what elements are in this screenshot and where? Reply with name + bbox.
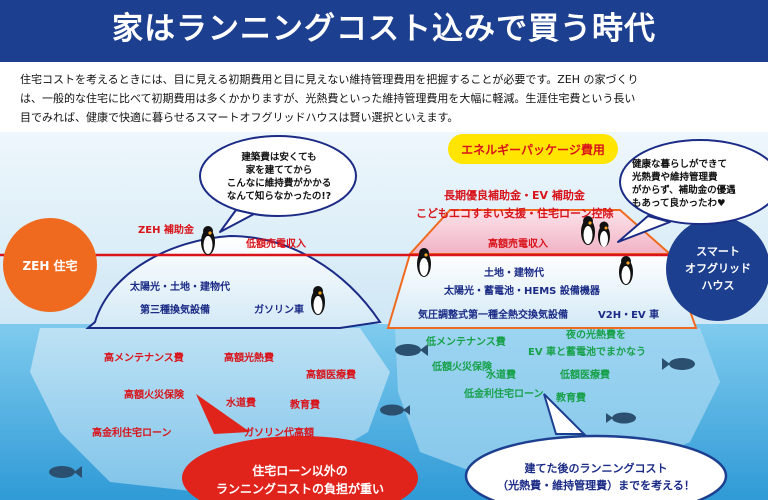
penguin-icon <box>201 226 215 255</box>
left-speech-bubble <box>199 135 357 233</box>
bubble-line: なんて知らなかったの!? <box>226 191 332 202</box>
fish-icon <box>662 358 695 370</box>
v2h-ev-label: V2H・EV 車 <box>598 310 660 321</box>
callout-line: （光熱費・維持管理費）までを考える！ <box>497 479 695 492</box>
land-building-label: 太陽光・土地・建物代 <box>130 282 230 293</box>
left-bubble-text: 建築費は安くても 家を建ててから こんなに維持費がかかる なんて知らなかったの!… <box>214 151 344 203</box>
high-gasoline-label: ガソリン代高額 <box>244 428 314 439</box>
fish-icon <box>606 412 636 424</box>
intro-line: は、一般的な住宅に比べて初期費用は多くかかりますが、光熱費といった維持管理費用を… <box>20 92 636 105</box>
fish-icon <box>49 466 82 478</box>
low-interest-loan-label: 低金利住宅ローン <box>464 389 544 400</box>
page-title: 家はランニングコスト込みで買う時代 <box>112 11 656 47</box>
fish-icon <box>380 404 410 416</box>
bubble-line: 健康な暮らしができて <box>632 159 728 170</box>
high-maintenance-label: 高メンテナンス費 <box>104 353 184 364</box>
bubble-line: がからず、補助金の優遇 <box>632 185 736 196</box>
intro-line: 住宅コストを考えるときには、目に見える初期費用と目に見えない維持管理費用を把握す… <box>20 73 639 86</box>
bubble-line: 光熱費や維持管理費 <box>632 172 718 183</box>
education-cost-label: 教育費 <box>556 393 586 404</box>
land-building-label: 土地・建物代 <box>484 268 544 279</box>
smart-offgrid-line: ハウス <box>701 279 735 292</box>
consider-callout <box>464 393 728 500</box>
education-cost-label: 教育費 <box>290 400 320 411</box>
energy-package-pill <box>448 134 618 164</box>
intro-text: 住宅コストを考えるときには、目に見える初期費用と目に見えない維持管理費用を把握す… <box>20 70 750 127</box>
penguin-icon <box>619 256 633 285</box>
high-interest-loan-label: 高金利住宅ローン <box>92 428 172 439</box>
penguin-icon <box>311 286 325 315</box>
penguin-icon <box>581 216 595 245</box>
callout-line: ランニングコストの負担が重い <box>215 482 384 496</box>
low-maintenance-label: 低メンテナンス費 <box>426 337 506 348</box>
left-iceberg-tip <box>85 234 382 329</box>
iceberg-illustration <box>0 132 768 500</box>
night-utility-label: 夜の光熱費を <box>566 330 626 341</box>
smart-offgrid-label: スマート オフグリッド ハウス <box>668 243 768 294</box>
gasoline-car-label: ガソリン車 <box>254 305 304 316</box>
fish-icon <box>395 344 428 356</box>
right-bubble-text: 健康な暮らしができて 光熱費や維持管理費 がからず、補助金の優遇 もあって良かっ… <box>632 158 766 210</box>
zeh-house-circle <box>3 218 97 312</box>
high-sell-income-label: 高額売電収入 <box>488 239 548 250</box>
low-fire-insurance-label: 低額火災保険 <box>432 362 492 373</box>
bubble-line: 建築費は安くても <box>241 152 317 163</box>
intro-line: 目でみれば、健康で快適に暮らせるスマートオフグリッドハウスは賢い選択といえます。 <box>20 111 459 124</box>
equipment-label: 太陽光・蓄電池・HEMS 設備機器 <box>444 286 600 297</box>
long-term-subsidy-label: 長期優良補助金・EV 補助金 <box>444 189 585 202</box>
smart-offgrid-line: オフグリッド <box>685 262 751 275</box>
ventilation-label: 第三種換気設備 <box>140 305 210 316</box>
penguin-icon <box>417 248 431 277</box>
bubble-line: こんなに維持費がかかる <box>226 178 332 189</box>
consider-callout-text: 建てた後のランニングコスト （光熱費・維持管理費）までを考える！ <box>474 460 718 494</box>
smart-offgrid-circle <box>666 217 768 321</box>
right-speech-bubble <box>617 139 768 243</box>
zeh-house-label: ZEH 住宅 <box>22 259 78 273</box>
header-bar <box>0 0 768 62</box>
eco-support-label: こどもエコすまい支援・住宅ローン控除 <box>416 207 614 220</box>
low-sell-income-label: 低額売電収入 <box>246 239 306 250</box>
high-fire-insurance-label: 高額火災保険 <box>124 390 184 401</box>
water-cost-label: 水道費 <box>226 398 256 409</box>
zeh-subsidy-label: ZEH 補助金 <box>138 225 194 236</box>
bubble-line: 家を建ててから <box>245 165 313 176</box>
burden-callout-text: 住宅ローン以外の ランニングコストの負担が重い <box>190 462 410 498</box>
night-utility-label-2: EV 車と蓄電池でまかなう <box>528 347 647 358</box>
bubble-line: もあって良かったわ♥ <box>632 198 726 209</box>
smart-offgrid-line: スマート <box>696 245 740 258</box>
energy-package-label: エネルギーパッケージ費用 <box>461 143 605 157</box>
callout-line: 建てた後のランニングコスト <box>524 462 668 475</box>
callout-line: 住宅ローン以外の <box>252 464 348 478</box>
penguin-icon <box>598 221 610 247</box>
low-medical-label: 低額医療費 <box>560 370 610 381</box>
burden-callout <box>182 394 418 500</box>
air-exchange-label: 気圧調整式第一種全熱交換気設備 <box>418 310 568 321</box>
high-medical-label: 高額医療費 <box>306 370 356 381</box>
high-utility-label: 高額光熱費 <box>224 353 274 364</box>
water-cost-label: 水道費 <box>486 370 516 381</box>
